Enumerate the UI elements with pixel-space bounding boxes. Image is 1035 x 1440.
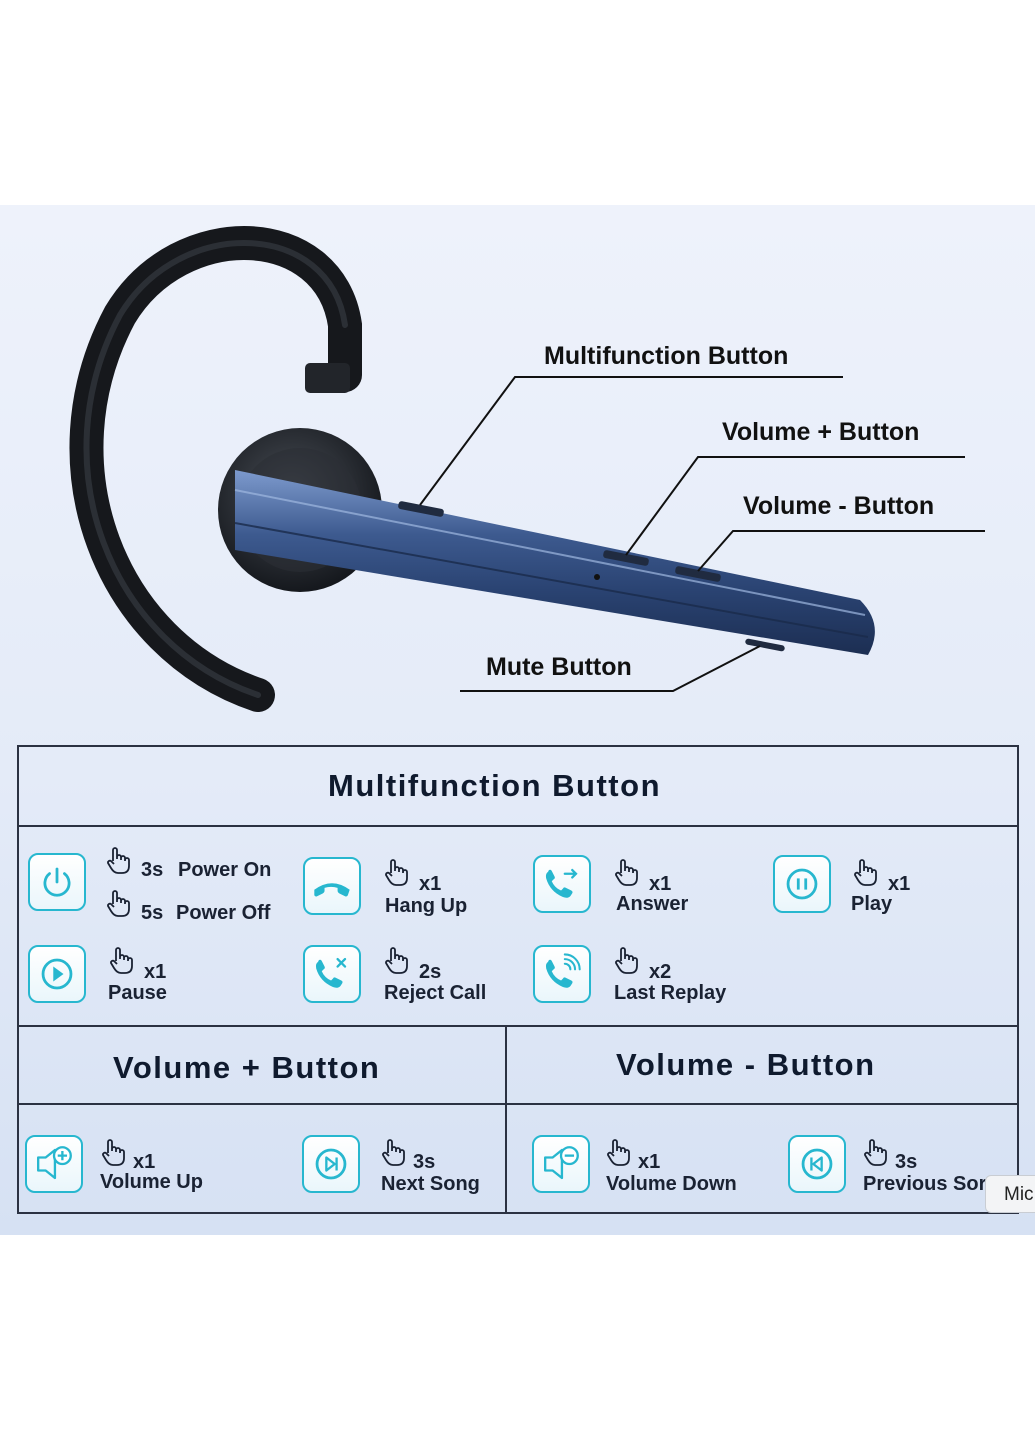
divider — [17, 1025, 1019, 1027]
previous-song-icon — [788, 1135, 846, 1193]
section-title-multifunction: Multifunction Button — [328, 768, 662, 803]
function-label-answer: Answer — [616, 893, 689, 915]
tap-hand-icon — [107, 890, 130, 917]
redial-icon — [533, 945, 591, 1003]
play-circle-icon — [28, 945, 86, 1003]
function-label-hang-up: Hang Up — [385, 895, 468, 917]
section-title-volume-plus: Volume + Button — [113, 1050, 381, 1085]
hang-up-icon — [303, 857, 361, 915]
divider — [17, 1103, 1019, 1105]
tap-hand-icon — [615, 947, 638, 974]
press-count: 3s — [141, 859, 164, 881]
tap-hand-icon — [864, 1139, 887, 1166]
press-count: 5s — [141, 902, 164, 924]
function-label-last-replay: Last Replay — [614, 982, 727, 1004]
press-count: x1 — [419, 873, 442, 895]
function-label-pause: Pause — [108, 982, 167, 1004]
next-song-icon — [302, 1135, 360, 1193]
function-label-power-on: Power On — [178, 859, 272, 881]
callout-volume-minus-button: Volume - Button — [743, 492, 935, 520]
tap-hand-icon — [110, 947, 133, 974]
function-label-reject-call: Reject Call — [384, 982, 487, 1004]
tap-hand-icon — [385, 947, 408, 974]
divider — [505, 1025, 507, 1214]
callout-volume-plus-button: Volume + Button — [722, 418, 920, 446]
press-count: x1 — [144, 961, 167, 983]
press-count: x2 — [649, 961, 672, 983]
function-label-power-off: Power Off — [176, 902, 271, 924]
volume-down-icon — [532, 1135, 590, 1193]
headset-image — [69, 226, 985, 712]
tap-hand-icon — [382, 1139, 405, 1166]
function-label-volume-down: Volume Down — [606, 1173, 737, 1195]
callout-mute-button: Mute Button — [486, 653, 632, 681]
press-count: x1 — [649, 873, 672, 895]
volume-up-icon — [25, 1135, 83, 1193]
answer-call-icon — [533, 855, 591, 913]
mic-tab[interactable]: Mic — [985, 1175, 1035, 1213]
function-label-next-song: Next Song — [381, 1173, 480, 1195]
function-label-previous-song: Previous Sor — [863, 1173, 987, 1195]
press-count: x1 — [888, 873, 911, 895]
divider — [17, 825, 1019, 827]
press-count: 3s — [895, 1151, 918, 1173]
pause-circle-icon — [773, 855, 831, 913]
press-count: 2s — [419, 961, 442, 983]
press-count: x1 — [638, 1151, 661, 1173]
function-label-volume-up: Volume Up — [100, 1171, 203, 1193]
tap-hand-icon — [615, 859, 638, 886]
tap-hand-icon — [102, 1139, 125, 1166]
function-table — [17, 745, 1019, 1214]
tap-hand-icon — [854, 859, 877, 886]
section-title-volume-minus: Volume - Button — [616, 1047, 876, 1082]
tap-hand-icon — [385, 859, 408, 886]
callout-multifunction-button: Multifunction Button — [544, 342, 789, 370]
function-label-play: Play — [851, 893, 893, 915]
tap-hand-icon — [107, 847, 130, 874]
tap-hand-icon — [607, 1139, 630, 1166]
press-count: x1 — [133, 1151, 156, 1173]
press-count: 3s — [413, 1151, 436, 1173]
reject-call-icon — [303, 945, 361, 1003]
power-icon — [28, 853, 86, 911]
